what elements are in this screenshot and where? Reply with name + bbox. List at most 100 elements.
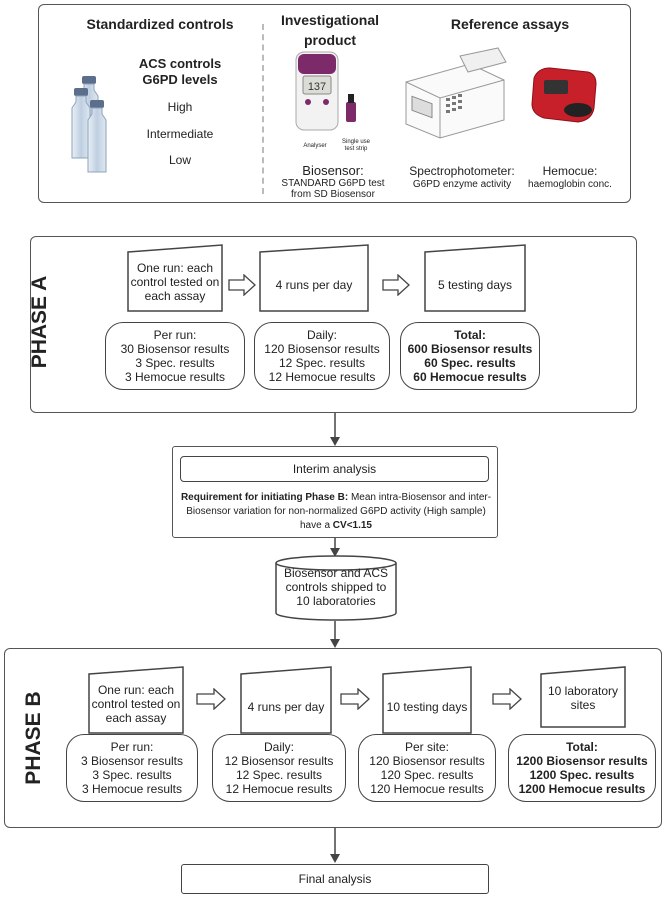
- connector-interim-to-shipping: [330, 538, 340, 557]
- biosensor-title: Biosensor:: [302, 163, 364, 178]
- phase-a-label: PHASE A: [28, 275, 51, 369]
- phase-a-result-2-line2: 120 Biosensor results: [264, 342, 380, 356]
- strip-label-line2: test strip: [344, 146, 368, 152]
- connector-phase-b-to-final: [330, 828, 340, 863]
- phase-b-result-1-line4: 3 Hemocue results: [81, 782, 183, 796]
- phase-a-arrow-2: [382, 274, 410, 296]
- phase-b-step-4: 10 laboratory sites: [540, 666, 626, 728]
- reference-heading: Reference assays: [450, 16, 570, 32]
- phase-b-result-3-line1: Per site:: [404, 740, 449, 754]
- shipping-line2: controls shipped to: [285, 580, 387, 594]
- phase-a-result-1: Per run: 30 Biosensor results 3 Spec. re…: [105, 322, 245, 390]
- hemocue-caption: haemoglobin conc.: [528, 179, 612, 190]
- interim-requirement: Requirement for initiating Phase B: Mean…: [178, 491, 494, 533]
- phase-a-arrow-1: [228, 274, 256, 296]
- phase-b-arrow-2: [340, 688, 370, 710]
- shipping-cylinder: [275, 555, 397, 621]
- phase-b-step-1-line3: each assay: [105, 711, 167, 725]
- shipping-text: Biosensor and ACS controls shipped to 10…: [276, 566, 396, 608]
- phase-a-result-2: Daily: 120 Biosensor results 12 Spec. re…: [254, 322, 390, 390]
- phase-a-result-2-line1: Daily:: [306, 328, 337, 342]
- vial-front: [87, 100, 107, 173]
- hemocue-illustration: [531, 67, 597, 123]
- phase-a-result-3-line4: 60 Hemocue results: [413, 370, 527, 384]
- phase-b-result-2-line3: 12 Spec. results: [235, 768, 323, 782]
- phase-a-result-1-line2: 30 Biosensor results: [120, 342, 230, 356]
- phase-a-result-3-line1: Total:: [454, 328, 486, 342]
- phase-a-step-3-line1: 5 testing days: [437, 278, 513, 292]
- phase-b-result-2-line2: 12 Biosensor results: [224, 754, 334, 768]
- phase-b-result-1-line3: 3 Spec. results: [92, 768, 172, 782]
- phase-a-result-3-line2: 600 Biosensor results: [407, 342, 533, 356]
- phase-b-result-2-line1: Daily:: [263, 740, 294, 754]
- phase-a-result-3: Total: 600 Biosensor results 60 Spec. re…: [400, 322, 540, 390]
- biosensor-caption-line1: STANDARD G6PD test: [281, 178, 385, 189]
- phase-b-step-4-line2: sites: [570, 698, 596, 712]
- phase-a-step-1-line3: each assay: [144, 289, 206, 303]
- phase-b-step-2-line1: 4 runs per day: [247, 700, 325, 714]
- phase-b-step-1-line2: control tested on: [91, 697, 181, 711]
- phase-a-step-2-line1: 4 runs per day: [275, 278, 353, 292]
- biosensor-device-illustration: 137: [295, 51, 356, 131]
- phase-a-step-1-line2: control tested on: [130, 275, 220, 289]
- shipping-line3: 10 laboratories: [296, 594, 376, 608]
- product-heading-line2: product: [303, 32, 357, 48]
- phase-b-result-1-line2: 3 Biosensor results: [80, 754, 184, 768]
- phase-b-result-2: Daily: 12 Biosensor results 12 Spec. res…: [212, 734, 346, 802]
- interim-requirement-label: Requirement for initiating Phase B:: [180, 492, 349, 503]
- phase-b-result-4-line4: 1200 Hemocue results: [518, 782, 646, 796]
- spectro-caption: G6PD enzyme activity: [412, 179, 512, 190]
- controls-heading: Standardized controls: [86, 16, 234, 32]
- level-low: Low: [168, 153, 191, 167]
- controls-subheading-line1: ACS controls: [138, 56, 222, 71]
- phase-b-step-2: 4 runs per day: [240, 666, 332, 734]
- phase-b-arrow-1: [196, 688, 226, 710]
- phase-b-step-1-line1: One run: each: [97, 683, 175, 697]
- connector-shipping-to-phase-b: [330, 621, 340, 648]
- phase-b-result-3-line3: 120 Spec. results: [380, 768, 474, 782]
- phase-a-result-1-line1: Per run:: [153, 328, 197, 342]
- level-intermediate: Intermediate: [146, 127, 214, 141]
- phase-b-result-4-line2: 1200 Biosensor results: [516, 754, 648, 768]
- phase-a-result-3-line3: 60 Spec. results: [424, 356, 516, 370]
- spectro-title: Spectrophotometer:: [409, 164, 515, 178]
- device-readout: 137: [308, 81, 326, 93]
- spectrophotometer-illustration: [405, 47, 507, 139]
- strip-label-line1: Single use: [341, 139, 371, 145]
- phase-b-result-3-line4: 120 Hemocue results: [370, 782, 484, 796]
- phase-b-step-3-line1: 10 testing days: [386, 700, 468, 714]
- phase-a-result-1-line3: 3 Spec. results: [135, 356, 215, 370]
- analyser-label: Analyser: [303, 143, 327, 149]
- phase-a-step-1: One run: each control tested on each ass…: [127, 244, 223, 312]
- connector-phase-a-to-interim: [330, 413, 340, 446]
- phase-b-result-3-line2: 120 Biosensor results: [369, 754, 485, 768]
- interim-requirement-cv: CV<1.15: [332, 520, 372, 531]
- phase-b-result-1: Per run: 3 Biosensor results 3 Spec. res…: [66, 734, 198, 802]
- phase-a-result-2-line4: 12 Hemocue results: [268, 370, 376, 384]
- biosensor-caption-line2: from SD Biosensor: [291, 189, 375, 200]
- controls-subheading-line2: G6PD levels: [142, 72, 218, 87]
- phase-a-step-3: 5 testing days: [424, 244, 526, 312]
- phase-a-result-1-line4: 3 Hemocue results: [124, 370, 226, 384]
- shipping-line1: Biosensor and ACS: [283, 566, 389, 580]
- final-analysis-box: Final analysis: [181, 864, 489, 894]
- biosensor-caption: STANDARD G6PD test from SD Biosensor: [266, 178, 400, 200]
- phase-b-result-3: Per site: 120 Biosensor results 120 Spec…: [358, 734, 496, 802]
- phase-a-step-1-line1: One run: each: [136, 261, 214, 275]
- product-heading-line1: Investigational: [280, 12, 380, 28]
- phase-b-arrow-3: [492, 688, 522, 710]
- interim-requirement-text: Mean intra-Biosensor and inter-Biosensor…: [186, 492, 492, 531]
- strip-label: Single use test strip: [336, 139, 376, 153]
- phase-b-result-4-line1: Total:: [566, 740, 598, 754]
- phase-a-step-2: 4 runs per day: [259, 244, 369, 312]
- phase-b-step-4-line1: 10 laboratory: [547, 684, 619, 698]
- phase-b-result-4: Total: 1200 Biosensor results 1200 Spec.…: [508, 734, 656, 802]
- phase-b-result-4-line3: 1200 Spec. results: [529, 768, 635, 782]
- phase-b-step-3: 10 testing days: [382, 666, 472, 734]
- phase-b-label: PHASE B: [22, 691, 45, 785]
- phase-b-result-1-line1: Per run:: [110, 740, 154, 754]
- legend-divider: [262, 24, 264, 194]
- product-heading: Investigational product: [270, 10, 390, 50]
- controls-subheading: ACS controls G6PD levels: [110, 56, 250, 88]
- interim-analysis-title: Interim analysis: [180, 456, 489, 482]
